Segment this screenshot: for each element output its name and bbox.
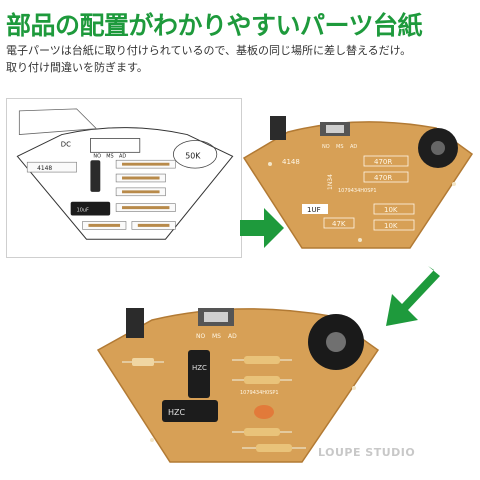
board-ic-label: 1N34 — [327, 174, 334, 190]
description-line-1: 電子パーツは台紙に取り付けられているので、基板の同じ場所に差し替えるだけ。 — [6, 44, 412, 57]
bare-board-photo: 4148 NO MS AD 470R 470R 1N34 1079434H0SP… — [240, 108, 476, 258]
board-no-label: NO — [322, 144, 330, 150]
assembled-board-photo: NO MS AD HZC HZC 1079434H0SP1 — [92, 290, 382, 470]
template-cap-label: 10uF — [77, 208, 89, 214]
parts-template-illustration: DC NO MS AD 50K 4148 10uF — [16, 108, 234, 240]
board-r1-label: 470R — [374, 158, 392, 166]
description-line-2: 取り付け間違いを防ぎます。 — [6, 61, 148, 74]
template-ms-label: MS — [106, 153, 113, 159]
board-r5-label: 10K — [384, 222, 398, 230]
assembled-board-illustration: NO MS AD HZC HZC 1079434H0SP1 — [96, 308, 380, 463]
arrow-down-left-icon — [386, 266, 440, 326]
board-ms-label: MS — [336, 144, 344, 150]
assembled-ad-label: AD — [228, 333, 237, 340]
assembled-cap-horizontal-brand: HZC — [168, 408, 185, 417]
bare-board-illustration: 4148 NO MS AD 470R 470R 1N34 1079434H0SP… — [242, 116, 474, 249]
board-diode-label: 4148 — [282, 158, 300, 166]
board-cap-label: 1UF — [307, 206, 321, 214]
board-r2-label: 470R — [374, 174, 392, 182]
template-ad-label: AD — [119, 153, 126, 159]
board-ad-label: AD — [350, 144, 357, 150]
arrow-right-icon — [240, 208, 284, 248]
description: 電子パーツは台紙に取り付けられているので、基板の同じ場所に差し替えるだけ。 取り… — [6, 42, 474, 76]
board-r3-label: 47K — [332, 220, 346, 228]
board-r4-label: 10K — [384, 206, 398, 214]
template-pot-label: 50K — [185, 151, 201, 160]
template-no-label: NO — [93, 153, 101, 159]
template-diode-label: 4148 — [37, 166, 52, 172]
board-pcb-code: 1079434H0SP1 — [338, 188, 377, 194]
page-heading: 部品の配置がわかりやすいパーツ台紙 — [6, 11, 423, 40]
assembled-pcb-code: 1079434H0SP1 — [240, 390, 279, 396]
assembled-cap-vertical-brand: HZC — [192, 364, 207, 372]
assembled-ms-label: MS — [212, 333, 221, 340]
template-dc-label: DC — [61, 140, 71, 148]
studio-watermark: LOUPE STUDIO — [318, 446, 416, 459]
parts-template-photo: DC NO MS AD 50K 4148 10uF — [6, 98, 242, 258]
assembled-no-label: NO — [196, 333, 205, 340]
